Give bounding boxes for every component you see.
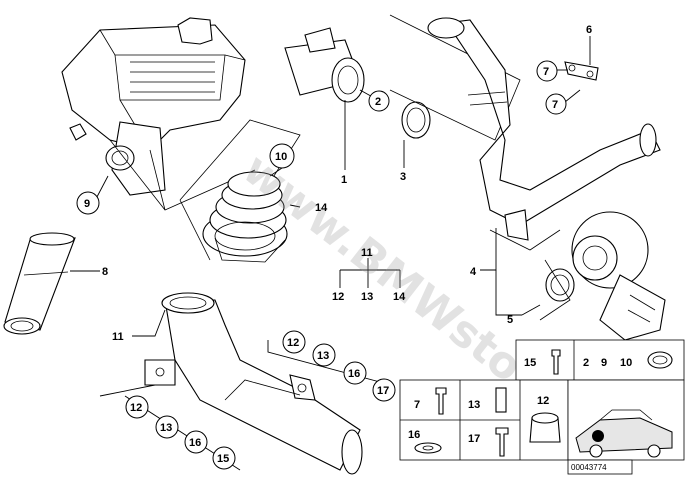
turbocharger bbox=[539, 211, 666, 341]
legend-7: 7 bbox=[414, 399, 420, 411]
legend-12: 12 bbox=[537, 395, 549, 407]
callout-8: 8 bbox=[102, 266, 108, 278]
reference-number: 00043774 bbox=[571, 463, 607, 472]
callout-6: 6 bbox=[586, 24, 592, 36]
legend-2: 2 bbox=[583, 357, 589, 369]
leader-lines bbox=[70, 36, 591, 471]
location-marker bbox=[592, 430, 604, 442]
intake-duct bbox=[144, 292, 363, 475]
legend-9: 9 bbox=[601, 357, 607, 369]
callout-15-left: 15 bbox=[217, 453, 229, 465]
legend-10: 10 bbox=[620, 357, 632, 369]
callout-5: 5 bbox=[507, 314, 513, 326]
short-hose bbox=[3, 232, 76, 335]
callout-7b: 7 bbox=[552, 99, 558, 111]
callout-12-group: 12 bbox=[332, 291, 344, 303]
callout-11: 11 bbox=[112, 331, 124, 343]
callout-16-left: 16 bbox=[189, 437, 201, 449]
bracket bbox=[564, 61, 599, 81]
charge-air-duct bbox=[389, 14, 661, 251]
legend-grid: 15 2 9 10 7 13 12 16 17 bbox=[399, 339, 685, 461]
callout-12-right: 12 bbox=[287, 337, 299, 349]
callout-11-group: 11 bbox=[361, 247, 373, 259]
callout-9: 9 bbox=[84, 198, 90, 210]
callout-4: 4 bbox=[470, 266, 477, 278]
air-filter-housing bbox=[61, 17, 256, 211]
callout-13-group: 13 bbox=[361, 291, 373, 303]
callout-10: 10 bbox=[275, 151, 287, 163]
legend-13: 13 bbox=[468, 399, 480, 411]
callout-17-right: 17 bbox=[377, 385, 389, 397]
intake-bellows bbox=[179, 119, 301, 263]
callout-13-right: 13 bbox=[317, 350, 329, 362]
callout-1: 1 bbox=[341, 174, 347, 186]
callout-3: 3 bbox=[400, 171, 406, 183]
callout-7a: 7 bbox=[543, 66, 549, 78]
callout-13-left: 13 bbox=[160, 422, 172, 434]
callout-12-left: 12 bbox=[130, 402, 142, 414]
callout-labels: 1 2 3 4 5 6 7 7 9 8 10 14 11 12 13 14 11… bbox=[76, 24, 592, 470]
legend-17: 17 bbox=[468, 433, 480, 445]
legend-15: 15 bbox=[524, 357, 536, 369]
callout-16-right: 16 bbox=[348, 368, 360, 380]
legend-16: 16 bbox=[408, 429, 420, 441]
callout-14-group: 14 bbox=[393, 291, 406, 303]
air-mass-meter bbox=[284, 27, 431, 139]
callout-14: 14 bbox=[315, 202, 328, 214]
callout-2: 2 bbox=[375, 96, 381, 108]
